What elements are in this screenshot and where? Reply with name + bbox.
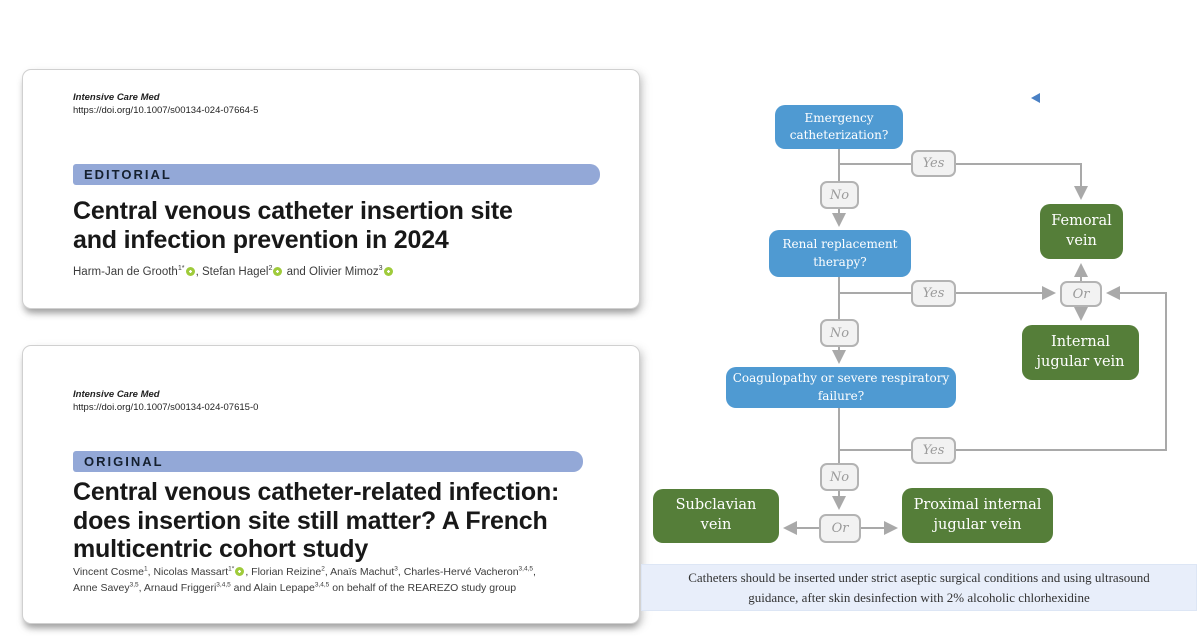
paper-card-editorial: Intensive Care Med https://doi.org/10.10…	[22, 69, 640, 309]
label-no-1: No	[820, 181, 859, 209]
author-affiliation-sup: 1	[144, 565, 148, 573]
author-affiliation-sup: 1*	[228, 565, 235, 573]
author-text: and Alain Lepape	[230, 581, 315, 594]
author-text: , Charles-Hervé Vacheron	[397, 566, 519, 578]
connector-emergency-yes-femoral	[839, 163, 1088, 200]
orcid-icon	[273, 267, 283, 276]
author-affiliation-sup: 3,4,5	[314, 581, 330, 589]
journal-header: Intensive Care Med https://doi.org/10.10…	[73, 92, 258, 118]
category-banner-editorial: EDITORIAL	[73, 164, 600, 185]
category-banner-original: ORIGINAL	[73, 451, 583, 472]
journal-header: Intensive Care Med https://doi.org/10.10…	[73, 389, 258, 415]
node-renal-replacement-therapy: Renal replacement therapy?	[769, 230, 911, 277]
author-text: , Nicolas Massart	[147, 566, 229, 578]
author-affiliation-sup: 2	[321, 565, 325, 573]
author-text: , Florian Reizine	[245, 566, 322, 578]
doi-link[interactable]: https://doi.org/10.1007/s00134-024-07664…	[73, 104, 259, 116]
node-femoral-vein: Femoral vein	[1040, 204, 1123, 259]
cursor-arrow-icon	[1031, 93, 1040, 103]
title-line: and infection prevention in 2024	[73, 225, 449, 254]
author-affiliation-sup: 3	[378, 264, 383, 273]
paper-card-original: Intensive Care Med https://doi.org/10.10…	[22, 345, 640, 624]
orcid-icon	[235, 567, 245, 576]
node-proximal-internal-jugular-vein: Proximal internal jugular vein	[902, 488, 1053, 543]
title-line: Central venous catheter-related infectio…	[73, 478, 560, 506]
orcid-icon	[383, 267, 393, 276]
node-subclavian-vein: Subclavian vein	[653, 489, 779, 543]
author-affiliation-sup: 3,5	[129, 581, 139, 589]
title-line: does insertion site still matter? A Fren…	[73, 506, 548, 535]
author-text: and Olivier Mimoz	[283, 266, 379, 278]
author-text: ,	[533, 566, 536, 578]
journal-name: Intensive Care Med	[73, 389, 160, 400]
author-text: , Arnaud Friggeri	[138, 581, 217, 594]
label-or-bottom: Or	[819, 514, 861, 543]
author-list: Vincent Cosme1, Nicolas Massart1* , Flori…	[73, 565, 536, 597]
paper-title-original: Central venous catheter-related infectio…	[73, 478, 559, 564]
title-line: multicentric cohort study	[73, 535, 369, 563]
label-no-3: No	[820, 463, 859, 491]
author-affiliation-sup: 3	[394, 565, 398, 573]
label-yes-2: Yes	[911, 280, 956, 307]
author-text: Anne Savey	[73, 581, 130, 594]
caption-line: Catheters should be inserted under stric…	[688, 570, 1150, 585]
node-emergency-catheterization: Emergency catheterization?	[775, 105, 903, 149]
author-affiliation-sup: 1*	[177, 264, 185, 273]
label-or-right: Or	[1060, 281, 1102, 307]
label-yes-3: Yes	[911, 437, 956, 464]
label-yes-1: Yes	[911, 150, 956, 177]
author-text: on behalf of the REAREZO study group	[329, 581, 517, 594]
author-text: Harm-Jan de Grooth	[73, 266, 178, 278]
author-text: , Stefan Hagel	[195, 266, 269, 278]
author-affiliation-sup: 3,4,5	[518, 565, 533, 573]
journal-name: Intensive Care Med	[73, 92, 160, 103]
label-no-2: No	[820, 319, 859, 347]
author-list: Harm-Jan de Grooth1* , Stefan Hagel2 and …	[73, 264, 394, 280]
flowchart-caption: Catheters should be inserted under stric…	[641, 564, 1197, 611]
doi-link[interactable]: https://doi.org/10.1007/s00134-024-07615…	[73, 401, 259, 413]
author-text: Vincent Cosme	[73, 566, 145, 578]
connector-coagulopathy-yes-or	[839, 286, 1167, 451]
author-affiliation-sup: 2	[268, 264, 273, 273]
node-coagulopathy-respiratory-failure: Coagulopathy or severe respiratory failu…	[726, 367, 956, 408]
author-affiliation-sup: 3,4,5	[216, 581, 231, 589]
title-line: Central venous catheter insertion site	[73, 197, 513, 225]
caption-line: guidance, after skin desinfection with 2…	[748, 589, 1090, 605]
orcid-icon	[185, 267, 195, 276]
author-text: , Anaïs Machut	[324, 566, 395, 578]
node-internal-jugular-vein: Internal jugular vein	[1022, 325, 1139, 380]
